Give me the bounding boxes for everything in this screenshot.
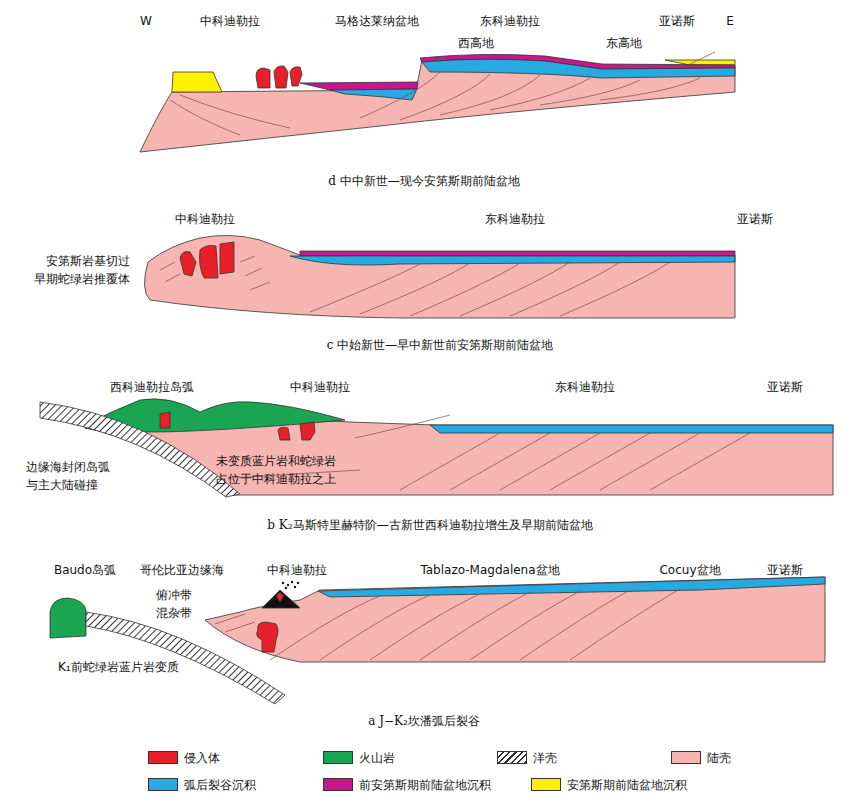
panel-caption: b K₂马斯特里赫特阶—古新世西科迪勒拉增生及早期前陆盆地 bbox=[267, 516, 592, 534]
intrusion bbox=[276, 592, 284, 602]
region-label: 东高地 bbox=[606, 34, 642, 52]
region-label: W bbox=[140, 12, 152, 30]
region-label: 亚诺斯 bbox=[767, 378, 803, 396]
volcanic-ash bbox=[282, 581, 299, 589]
continental-crust bbox=[85, 421, 833, 495]
thrust-fault bbox=[170, 52, 715, 135]
region-label: 哥伦比亚边缘海 bbox=[140, 561, 224, 579]
legend-swatch bbox=[148, 778, 178, 791]
region-label: 中科迪勒拉 bbox=[267, 561, 327, 579]
intrusion bbox=[200, 246, 219, 279]
region-label: 西高地 bbox=[458, 34, 494, 52]
region-label: Baudo岛弧 bbox=[54, 561, 116, 579]
region-label: 东科迪勒拉 bbox=[485, 210, 545, 228]
legend-item: 火山岩 bbox=[323, 750, 395, 766]
legend-text: 侵入体 bbox=[184, 749, 220, 767]
intrusion bbox=[160, 412, 170, 428]
intrusion bbox=[220, 242, 234, 274]
volcanic-arc bbox=[50, 598, 86, 638]
legend-text: 洋壳 bbox=[533, 749, 557, 767]
continental-crust bbox=[144, 235, 735, 318]
backarc-deposit bbox=[330, 89, 417, 100]
note-label: 俯冲带 混杂带 bbox=[156, 586, 200, 622]
intrusion bbox=[278, 427, 290, 440]
legend-text: 安第斯期前陆盆地沉积 bbox=[567, 776, 687, 794]
intrusion bbox=[257, 622, 278, 652]
note-label: 未变质蓝片岩和蛇绿岩 占位于中科迪勒拉之上 bbox=[216, 452, 352, 488]
region-label: E bbox=[726, 12, 734, 30]
region-label: 东科迪勒拉 bbox=[480, 12, 540, 30]
legend-item: 洋壳 bbox=[497, 750, 557, 766]
thrust-fault bbox=[215, 589, 680, 660]
legend-item: 前安第斯期前陆盆地沉积 bbox=[323, 777, 491, 793]
region-label: Cocuy盆地 bbox=[659, 561, 720, 579]
legend-item: 弧后裂谷沉积 bbox=[148, 777, 256, 793]
legend-text: 火山岩 bbox=[359, 749, 395, 767]
region-label: 亚诺斯 bbox=[659, 12, 695, 30]
intrusion bbox=[290, 67, 302, 86]
region-label: 中科迪勒拉 bbox=[200, 12, 260, 30]
continental-crust bbox=[205, 577, 825, 662]
region-label: 中科迪勒拉 bbox=[175, 210, 235, 228]
panel-caption: c 中始新世—早中新世前安第斯期前陆盆地 bbox=[327, 336, 554, 354]
note-label: 安第斯岩基切过 早期蛇绿岩推覆体 bbox=[18, 252, 130, 288]
panel-caption: a J−K₂坎潘弧后裂谷 bbox=[368, 712, 480, 730]
region-label: 亚诺斯 bbox=[737, 210, 773, 228]
legend-item: 侵入体 bbox=[148, 750, 220, 766]
backarc-deposit bbox=[422, 59, 735, 78]
intrusion bbox=[256, 68, 270, 88]
legend-swatch bbox=[323, 778, 353, 791]
foreland-deposit bbox=[172, 72, 222, 92]
legend-item: 安第斯期前陆盆地沉积 bbox=[531, 777, 687, 793]
region-label: 马格达莱纳盆地 bbox=[335, 12, 419, 30]
legend-swatch bbox=[497, 751, 527, 764]
continental-crust bbox=[140, 56, 735, 152]
backarc-deposit bbox=[290, 256, 735, 265]
legend-swatch bbox=[671, 751, 701, 764]
backarc-deposit bbox=[318, 577, 825, 597]
note-label: 边缘海封闭岛弧 与主大陆碰撞 bbox=[26, 458, 126, 494]
legend-swatch bbox=[323, 751, 353, 764]
thrust-fault bbox=[160, 256, 670, 316]
note-label: K₁前蛇绿岩蓝片岩变质 bbox=[58, 658, 179, 676]
legend-text: 陆壳 bbox=[707, 749, 731, 767]
pre-andean-deposit bbox=[300, 251, 735, 256]
legend-text: 前安第斯期前陆盆地沉积 bbox=[359, 776, 491, 794]
legend-swatch bbox=[531, 778, 561, 791]
intrusion bbox=[300, 422, 315, 440]
legend-swatch bbox=[148, 751, 178, 764]
oceanic-crust bbox=[86, 612, 285, 704]
region-label: 中科迪勒拉 bbox=[290, 378, 350, 396]
volcano bbox=[262, 590, 300, 608]
backarc-deposit bbox=[430, 425, 833, 433]
region-label: Tablazo-Magdalena盆地 bbox=[420, 561, 559, 579]
panel-caption: d 中中新世—现今安第斯期前陆盆地 bbox=[328, 172, 520, 190]
legend-text: 弧后裂谷沉积 bbox=[184, 776, 256, 794]
intrusion bbox=[274, 66, 288, 88]
region-label: 亚诺斯 bbox=[767, 561, 803, 579]
intrusion bbox=[180, 252, 196, 276]
region-label: 东科迪勒拉 bbox=[555, 378, 615, 396]
legend-item: 陆壳 bbox=[671, 750, 731, 766]
region-label: 西科迪勒拉岛弧 bbox=[110, 378, 194, 396]
